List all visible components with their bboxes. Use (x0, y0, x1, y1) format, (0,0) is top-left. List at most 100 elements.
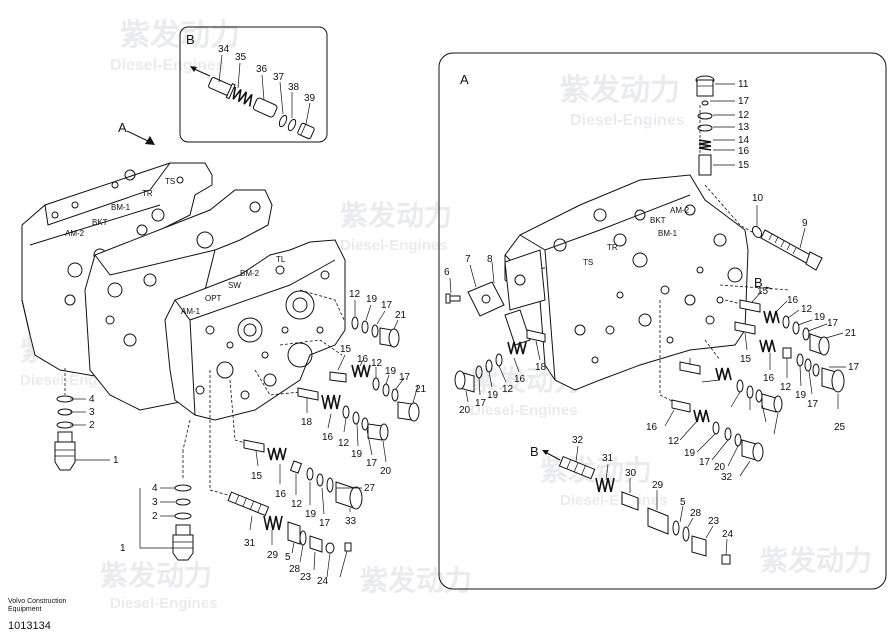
part-callout: 29 (267, 550, 279, 561)
watermark-en: Diesel-Engines (470, 402, 578, 419)
view-a-label: A (460, 72, 469, 87)
port-label-bm1: BM-1 (111, 203, 131, 212)
part-callout: 28 (289, 564, 301, 575)
part-callout: 18 (301, 417, 313, 428)
part-callout: 25 (834, 422, 846, 433)
part-callout: 20 (459, 405, 471, 416)
part-callout: 32 (721, 472, 733, 483)
part-callout: 31 (602, 453, 614, 464)
part-callout: 6 (444, 267, 450, 278)
watermark-cn: 紫发动力 (360, 564, 472, 596)
view-a-panel: A BKT AM-2 BM-1 TR TS (438, 52, 887, 590)
part-callout: 12 (349, 289, 361, 300)
brand-text: Volvo Construction Equipment (8, 598, 67, 613)
watermark-cn: 紫发动力 (100, 559, 212, 591)
part-callout: 20 (714, 462, 726, 473)
part-callout: 16 (275, 489, 287, 500)
part-callout: 12 (338, 438, 350, 449)
part-callout: 21 (845, 328, 857, 339)
part-callout: 28 (690, 508, 702, 519)
part-callout: 31 (244, 538, 256, 549)
part-callout: 5 (680, 497, 686, 508)
part-callout: 3 (89, 407, 95, 418)
part-callout: 19 (795, 390, 807, 401)
part-callout: 17 (848, 362, 860, 373)
part-callout: 34 (218, 44, 230, 55)
part-callout: 17 (827, 318, 839, 329)
part-callout: 27 (364, 483, 376, 494)
port-label-opt: OPT (205, 294, 222, 303)
port-label-bkt: BKT (92, 218, 108, 227)
part-callout: 18 (535, 362, 547, 373)
watermark: 紫发动力 Diesel-Engines 紫发动力 Diesel-Engines … (20, 19, 872, 612)
port-label-tr: TR (607, 243, 618, 252)
port-label-bm1: BM-1 (658, 229, 678, 238)
part-callout: 24 (317, 576, 329, 587)
part-callout: 20 (380, 466, 392, 477)
part-callout: 4 (89, 394, 95, 405)
part-callout: 16 (763, 373, 775, 384)
part-callout: 19 (814, 312, 826, 323)
part-callout: 15 (251, 471, 263, 482)
part-callout: 15 (757, 286, 769, 297)
part-callout: 1 (113, 455, 119, 466)
view-b-arrow-label: B (530, 444, 539, 459)
part-callout: 16 (322, 432, 334, 443)
part-callout: 30 (625, 468, 637, 479)
part-callout: 19 (351, 449, 363, 460)
part-callout: 5 (285, 552, 291, 563)
part-callout: 16 (738, 146, 750, 157)
part-callout: 17 (381, 300, 393, 311)
inset-b-label: B (186, 32, 195, 47)
part-callout: 12 (780, 382, 792, 393)
part-callout: 19 (366, 294, 378, 305)
port-label-am1: AM-1 (181, 307, 201, 316)
part-callout: 35 (235, 52, 247, 63)
part-callout: 15 (340, 344, 352, 355)
part-callout: 32 (572, 435, 584, 446)
part-callout: 16 (646, 422, 658, 433)
watermark-en: Diesel-Engines (570, 112, 685, 129)
part-callout: 19 (487, 390, 499, 401)
port-label-bkt: BKT (650, 216, 666, 225)
watermark-cn: 紫发动力 (560, 74, 680, 107)
port-label-am2: AM-2 (65, 229, 85, 238)
part-callout: 36 (256, 64, 268, 75)
part-callout: 16 (787, 295, 799, 306)
part-callout: 16 (357, 354, 369, 365)
watermark-en: Diesel-Engines (560, 492, 668, 509)
part-callout: 14 (738, 135, 750, 146)
view-b-arrow-label: B (754, 275, 763, 290)
part-callout: 19 (684, 448, 696, 459)
part-callout: 4 (152, 483, 158, 494)
view-a-arrow-label: A (118, 120, 127, 135)
port-label-am2: AM-2 (670, 206, 690, 215)
part-callout: 23 (300, 572, 312, 583)
watermark-cn: 紫发动力 (340, 199, 452, 231)
part-callout: 17 (366, 458, 378, 469)
inset-b: B 34 35 36 37 38 39 (179, 26, 328, 143)
part-callout: 12 (502, 384, 514, 395)
part-callout: 37 (273, 72, 285, 83)
part-callout: 17 (475, 398, 487, 409)
part-callout: 7 (465, 254, 471, 265)
part-callout: 11 (738, 79, 749, 90)
port-label-tr: TR (142, 189, 153, 198)
part-callout: 12 (371, 358, 383, 369)
left-valve-assembly: A BKT BM-1 AM-2 TR TS T (21, 120, 427, 587)
part-callout: 10 (752, 193, 764, 204)
part-callout: 23 (708, 516, 720, 527)
part-callout: 2 (89, 420, 95, 431)
port-label-tl: TL (276, 255, 286, 264)
part-callout: 24 (722, 529, 734, 540)
part-callout: 15 (738, 160, 750, 171)
port-label-ts: TS (165, 177, 175, 186)
port-label-sw: SW (228, 281, 241, 290)
part-callout: 21 (395, 310, 407, 321)
part-callout: 17 (399, 372, 411, 383)
port-label-ts: TS (583, 258, 593, 267)
port-label-bm2: BM-2 (240, 269, 260, 278)
part-callout: 12 (801, 304, 813, 315)
